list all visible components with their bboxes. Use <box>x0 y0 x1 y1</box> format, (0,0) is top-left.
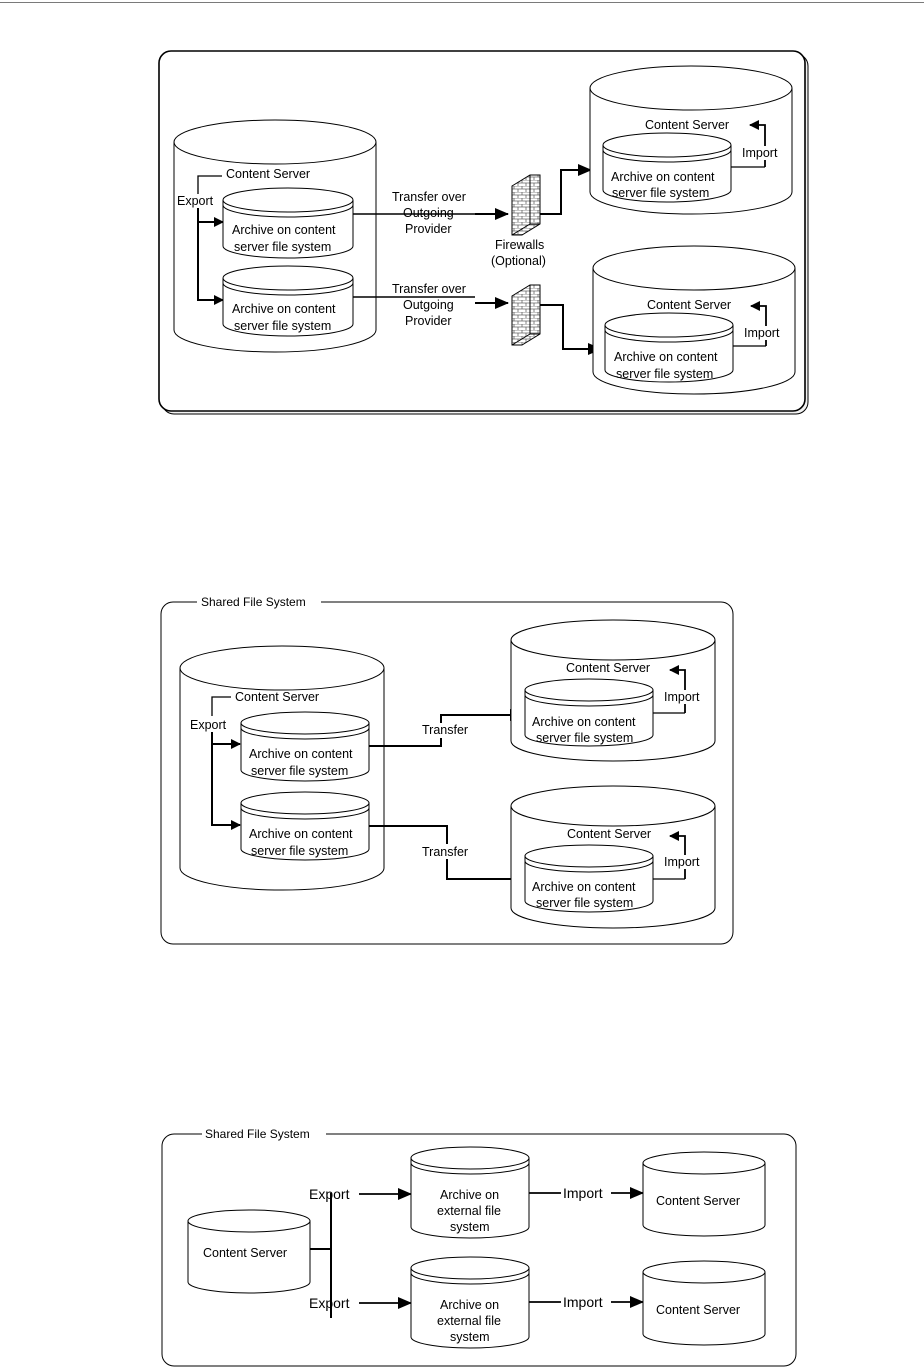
target-archive-label-line-1: Archive on content <box>532 715 636 729</box>
diagram-1-firewall-transfer: Content Server Export Archive on content… <box>158 50 809 415</box>
export-label: Export <box>309 1186 350 1202</box>
target-archive-label-line-1: Archive on content <box>614 350 718 364</box>
target-archive-label-line-2: server file system <box>616 367 713 381</box>
source-content-server-label: Content Server <box>203 1246 287 1260</box>
export-label: Export <box>190 718 227 732</box>
source-archive-label-line-1: Archive on content <box>249 827 353 841</box>
frame-title: Shared File System <box>201 595 306 609</box>
target-content-server-cylinder <box>642 1151 766 1237</box>
import-label: Import <box>664 690 700 704</box>
target-content-server-label: Content Server <box>656 1303 740 1317</box>
import-label: Import <box>744 326 780 340</box>
import-label: Import <box>664 855 700 869</box>
transfer-label-line-3: Provider <box>405 314 452 328</box>
source-archive-label-line-2: server file system <box>251 844 348 858</box>
firewall-icon <box>511 174 541 236</box>
external-archive-label-line-1: Archive on <box>440 1298 499 1312</box>
target-archive-cylinder <box>604 312 734 383</box>
source-content-server-label: Content Server <box>235 690 319 704</box>
diagram-3-external-archive: Shared File System Content Server Export… <box>161 1126 797 1367</box>
target-archive-label-line-2: server file system <box>536 896 633 910</box>
source-archive-label-line-1: Archive on content <box>232 302 336 316</box>
target-content-server-label: Content Server <box>645 118 729 132</box>
source-archive-label-line-2: server file system <box>234 319 331 333</box>
target-archive-cylinder <box>602 132 732 203</box>
frame-title: Shared File System <box>205 1127 310 1141</box>
transfer-label: Transfer <box>422 723 468 737</box>
import-label: Import <box>742 146 778 160</box>
target-content-server-label: Content Server <box>566 661 650 675</box>
source-archive-label-line-2: server file system <box>234 240 331 254</box>
external-archive-label-line-1: Archive on <box>440 1188 499 1202</box>
target-archive-label-line-1: Archive on content <box>532 880 636 894</box>
transfer-label-line-1: Transfer over <box>392 282 466 296</box>
target-archive-cylinder <box>524 844 654 913</box>
external-archive-cylinder <box>410 1146 530 1239</box>
external-archive-label-line-3: system <box>450 1220 490 1234</box>
export-label: Export <box>177 194 214 208</box>
transfer-label: Transfer <box>422 845 468 859</box>
source-archive-cylinder <box>240 791 370 861</box>
firewall-icon <box>511 284 541 346</box>
source-archive-cylinder <box>222 265 354 337</box>
target-content-server-cylinder <box>642 1260 766 1346</box>
transfer-label-line-3: Provider <box>405 222 452 236</box>
export-label: Export <box>309 1295 350 1311</box>
transfer-label-line-2: Outgoing <box>403 206 454 220</box>
firewall-label-line-2: (Optional) <box>491 254 546 268</box>
target-archive-label-line-2: server file system <box>536 731 633 745</box>
external-archive-label-line-2: external file <box>437 1204 501 1218</box>
target-content-server-label: Content Server <box>647 298 731 312</box>
target-content-server-label: Content Server <box>567 827 651 841</box>
external-archive-cylinder <box>410 1256 530 1349</box>
diagram-2-shared-transfer: Shared File System Content Server Export… <box>160 594 734 945</box>
target-archive-cylinder <box>524 678 654 747</box>
firewall-label-line-1: Firewalls <box>495 238 544 252</box>
source-archive-cylinder <box>222 187 354 259</box>
source-archive-label-line-1: Archive on content <box>249 747 353 761</box>
transfer-label-line-2: Outgoing <box>403 298 454 312</box>
source-archive-cylinder <box>240 711 370 782</box>
import-label: Import <box>563 1294 603 1310</box>
external-archive-label-line-3: system <box>450 1330 490 1344</box>
source-content-server-label: Content Server <box>226 167 310 181</box>
source-content-server-cylinder <box>187 1209 311 1294</box>
transfer-label-line-1: Transfer over <box>392 190 466 204</box>
source-archive-label-line-2: server file system <box>251 764 348 778</box>
target-archive-label-line-1: Archive on content <box>611 170 715 184</box>
import-label: Import <box>563 1185 603 1201</box>
external-archive-label-line-2: external file <box>437 1314 501 1328</box>
target-content-server-label: Content Server <box>656 1194 740 1208</box>
source-archive-label-line-1: Archive on content <box>232 223 336 237</box>
target-archive-label-line-2: server file system <box>612 186 709 200</box>
